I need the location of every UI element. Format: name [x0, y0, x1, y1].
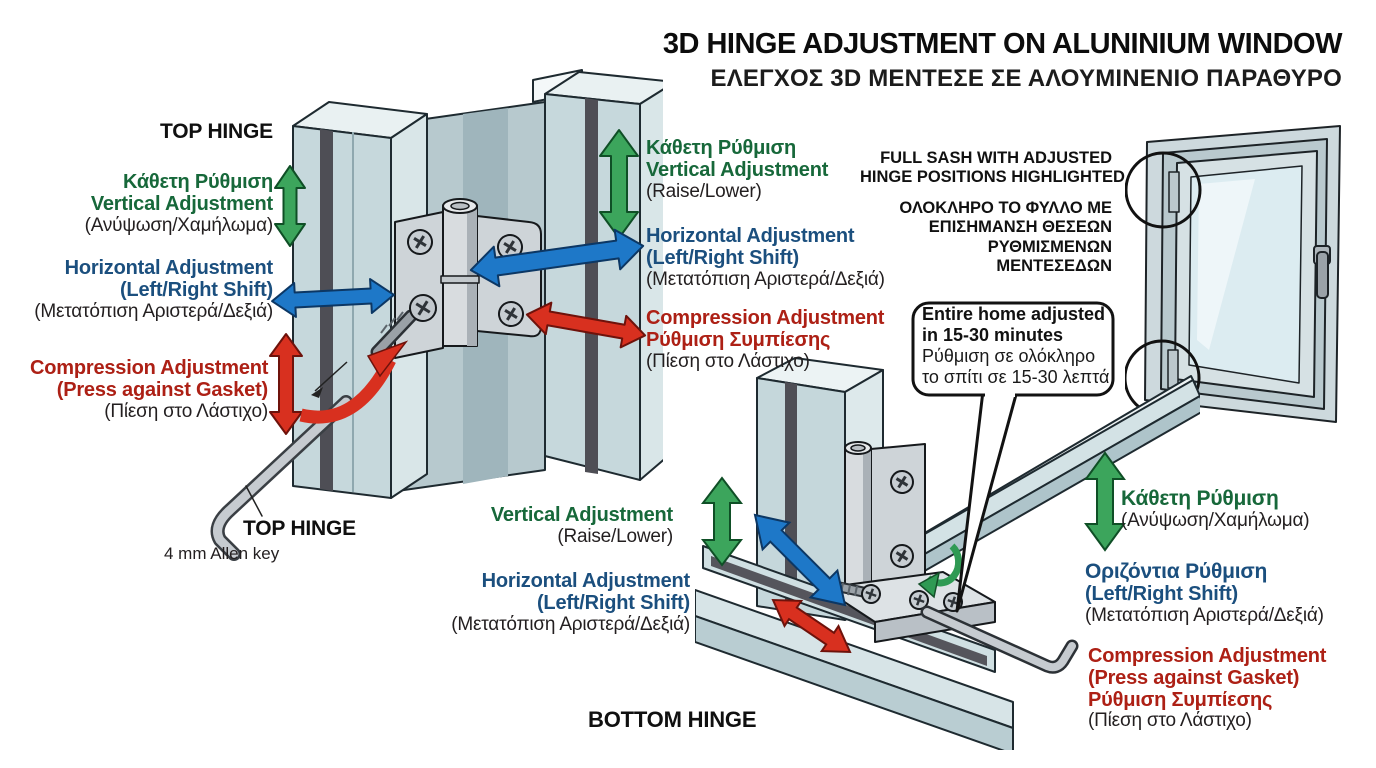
label-line: Horizontal Adjustment	[64, 257, 274, 279]
sash-hinge-tab	[1168, 171, 1180, 213]
compression-adjustment-label-right: Compression Adjustment Ρύθμιση Συμπίεσης…	[646, 307, 885, 372]
callout-line: Ρύθμιση σε ολόκληρο	[922, 345, 1096, 366]
top-hinge-tool-heading: TOP HINGE	[243, 517, 356, 540]
callout-line: in 15-30 minutes	[922, 324, 1064, 345]
label-line: (Πίεση στο Λάστιχο)	[646, 350, 810, 372]
label-line: (Raise/Lower)	[557, 525, 673, 547]
callout-line: Entire home adjusted	[922, 304, 1106, 324]
label-line: Κάθετη Ρύθμιση	[123, 171, 273, 193]
label-line: Κάθετη Ρύθμιση	[646, 137, 796, 159]
label-line: Ρύθμιση Συμπίεσης	[1088, 688, 1273, 711]
horizontal-adjustment-label-right: Horizontal Adjustment (Left/Right Shift)…	[646, 225, 885, 290]
vertical-adjust-arrow-icon	[700, 476, 744, 567]
adjustment-bolt-icon	[861, 584, 881, 604]
label-line: (Left/Right Shift)	[119, 278, 273, 301]
vertical-adjustment-label-left: Κάθετη Ρύθμιση Vertical Adjustment (Ανύψ…	[40, 171, 274, 236]
vertical-adjustment-label-bottom-right: Κάθετη Ρύθμιση (Ανύψωση/Χαμήλωμα)	[1121, 487, 1310, 532]
label-line: Horizontal Adjustment	[481, 570, 691, 592]
gasket-strip	[585, 98, 598, 474]
label-line: ΡΥΘΜΙΣΜΕΝΩΝ	[987, 237, 1112, 256]
horizontal-adjust-arrow-icon	[469, 228, 645, 288]
horizontal-adjustment-label-bottom-left: Horizontal Adjustment (Left/Right Shift)…	[430, 570, 691, 635]
bottom-hinge-body	[822, 441, 996, 643]
window-handle-icon	[1316, 251, 1329, 299]
top-hinge-illustration	[292, 69, 663, 499]
label-line: (Ανύψωση/Χαμήλωμα)	[1121, 509, 1310, 531]
label-line: (Ανύψωση/Χαμήλωμα)	[84, 214, 274, 236]
label-line: Compression Adjustment	[646, 307, 885, 329]
bottom-hinge-heading: BOTTOM HINGE	[588, 707, 757, 732]
label-line: (Left/Right Shift)	[646, 246, 800, 269]
label-line: (Press against Gasket)	[56, 378, 268, 401]
label-line: Horizontal Adjustment	[646, 225, 855, 247]
label-line: (Μετατόπιση Αριστερά/Δεξιά)	[646, 268, 885, 290]
label-line: (Press against Gasket)	[1088, 666, 1300, 689]
bottom-hinge-illustration	[695, 357, 1200, 750]
label-line: Compression Adjustment	[30, 357, 269, 379]
compression-adjust-arrow-icon	[525, 301, 647, 349]
compression-adjust-arrow-icon	[771, 598, 852, 654]
allen-key-icon	[920, 605, 1079, 674]
label-line: FULL SASH WITH ADJUSTED	[880, 149, 1112, 167]
compression-adjustment-label-left: Compression Adjustment (Press against Ga…	[30, 357, 269, 422]
sash-note-english: FULL SASH WITH ADJUSTED HINGE POSITIONS …	[860, 149, 1125, 187]
label-line: (Πίεση στο Λάστιχο)	[1088, 710, 1252, 732]
label-line: (Raise/Lower)	[646, 180, 762, 202]
vertical-adjustment-label-bottom-left: Vertical Adjustment (Raise/Lower)	[455, 504, 673, 548]
label-line: HINGE POSITIONS HIGHLIGHTED	[860, 167, 1125, 186]
leader-line	[245, 485, 263, 517]
allen-key-pointer	[311, 361, 348, 398]
allen-key-caption: 4 mm Allen key	[164, 544, 280, 563]
label-line: Compression Adjustment	[1088, 645, 1327, 667]
window-illustration	[1125, 125, 1341, 423]
label-line: (Μετατόπιση Αριστερά/Δεξιά)	[1085, 604, 1324, 626]
compression-adjust-arrow-icon	[269, 333, 409, 435]
label-line: (Πίεση στο Λάστιχο)	[104, 400, 268, 422]
rotation-arrow-icon	[917, 543, 963, 599]
compression-adjustment-label-bottom-right: Compression Adjustment (Press against Ga…	[1088, 645, 1327, 732]
vertical-adjust-arrow-icon	[274, 165, 306, 247]
label-line: Κάθετη Ρύθμιση	[1121, 487, 1279, 510]
label-line: (Μετατόπιση Αριστερά/Δεξιά)	[34, 300, 273, 322]
label-line: ΟΛΟΚΛΗΡΟ ΤΟ ΦΥΛΛΟ ΜΕ	[899, 199, 1112, 217]
hinge-screw-icon	[890, 544, 914, 568]
sash-note-greek: ΟΛΟΚΛΗΡΟ ΤΟ ΦΥΛΛΟ ΜΕ ΕΠΙΣΗΜΑΝΣΗ ΘΕΣΕΩΝ Ρ…	[880, 199, 1112, 277]
horizontal-adjust-arrow-icon	[271, 278, 395, 318]
label-line: Vertical Adjustment	[90, 192, 273, 215]
allen-key-illustration	[210, 395, 353, 561]
hinge-screw-icon	[407, 229, 433, 255]
horizontal-adjustment-label-left: Horizontal Adjustment (Left/Right Shift)…	[18, 257, 274, 322]
label-line: (Μετατόπιση Αριστερά/Δεξιά)	[451, 613, 690, 635]
callout-note: Entire home adjusted in 15-30 minutes Ρύ…	[922, 304, 1117, 388]
label-line: (Left/Right Shift)	[536, 591, 690, 614]
top-hinge-heading: TOP HINGE	[160, 120, 273, 143]
vertical-adjust-arrow-icon	[1084, 451, 1126, 552]
label-line: (Left/Right Shift)	[1085, 582, 1239, 605]
top-hinge-body	[370, 198, 542, 359]
vertical-adjustment-label-right: Κάθετη Ρύθμιση Vertical Adjustment (Rais…	[646, 137, 829, 202]
hinge-screw-icon	[909, 590, 929, 610]
jamb-profile	[756, 377, 846, 621]
horizontal-adjustment-label-bottom-right: Οριζόντια Ρύθμιση (Left/Right Shift) (Με…	[1085, 560, 1324, 626]
label-line: ΜΕΝΤΕΣΕΔΩΝ	[996, 257, 1112, 276]
label-line: Vertical Adjustment	[490, 504, 673, 526]
page-title: 3D HINGE ADJUSTMENT ON ALUNINIUM WINDOW …	[662, 28, 1343, 93]
hinge-highlight-circle-top	[1125, 151, 1202, 229]
label-line: Οριζόντια Ρύθμιση	[1085, 560, 1268, 583]
title-english: 3D HINGE ADJUSTMENT ON ALUNINIUM WINDOW	[662, 28, 1343, 60]
adjustment-bolt-icon	[409, 294, 437, 322]
label-line: Vertical Adjustment	[646, 158, 829, 181]
label-line: ΕΠΙΣΗΜΑΝΣΗ ΘΕΣΕΩΝ	[928, 218, 1112, 237]
hinge-screw-icon	[890, 470, 914, 494]
callout-line: το σπίτι σε 15-30 λεπτά	[922, 366, 1110, 387]
hinge-screw-icon	[498, 301, 524, 327]
gasket-strip	[320, 129, 333, 491]
title-greek: ΕΛΕΓΧΟΣ 3D ΜΕΝΤΕΣΕ ΣΕ ΑΛΟΥΜΙΝΕΝΙΟ ΠΑΡΑΘΥ…	[710, 65, 1342, 92]
callout-bubble	[911, 301, 1115, 613]
horizontal-adjust-arrow-icon	[753, 513, 847, 607]
label-line: Ρύθμιση Συμπίεσης	[646, 328, 831, 351]
